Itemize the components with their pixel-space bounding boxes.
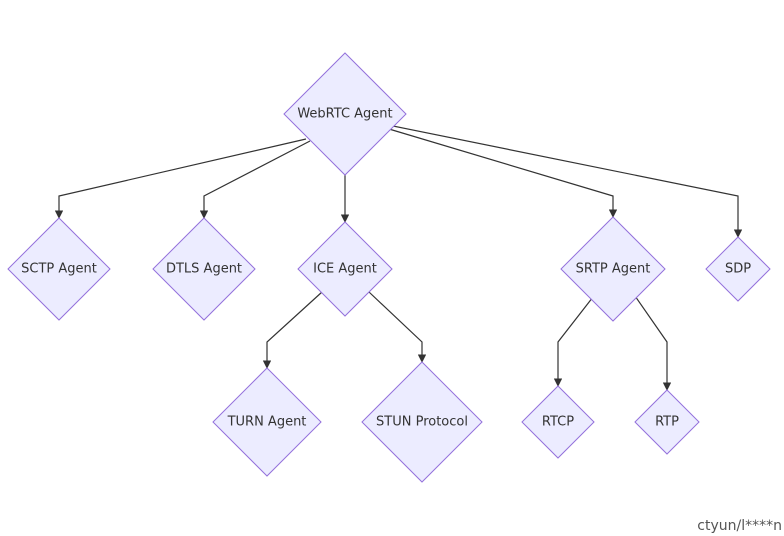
node-rtcp-diamond [521,385,595,459]
edges [54,125,743,391]
edge-ice-stun [368,291,427,363]
node-rtp: RTP [634,389,700,455]
node-dtls-diamond [152,217,256,321]
node-sctp-diamond [7,217,111,321]
node-stun: STUN Protocol [361,361,483,483]
node-ice-diamond [297,221,393,317]
node-srtp-label: SRTP Agent [576,262,651,277]
edge-webrtc-sctp [54,138,307,219]
node-sdp-diamond [705,236,771,302]
node-dtls-label: DTLS Agent [166,262,242,277]
node-dtls: DTLS Agent [152,217,256,321]
node-ice: ICE Agent [297,221,393,317]
node-sctp: SCTP Agent [7,217,111,321]
node-srtp-diamond [560,216,666,322]
edge-webrtc-dtls [199,140,311,219]
watermark-text: ctyun/l****n [697,518,782,534]
node-turn-label: TURN Agent [227,415,307,430]
node-webrtc-diamond [283,52,407,176]
node-turn-diamond [212,367,322,477]
edge-webrtc-srtp [388,128,618,218]
node-webrtc: WebRTC Agent [283,52,407,176]
node-webrtc-label: WebRTC Agent [297,107,392,122]
node-turn: TURN Agent [212,367,322,477]
edge-webrtc-sdp [392,125,743,238]
node-sctp-label: SCTP Agent [21,262,97,277]
edge-srtp-rtcp [553,296,594,387]
node-stun-label: STUN Protocol [376,415,468,430]
node-ice-label: ICE Agent [313,262,377,277]
node-sdp: SDP [705,236,771,302]
node-stun-diamond [361,361,483,483]
edge-srtp-rtp [634,295,672,391]
node-rtp-diamond [634,389,700,455]
node-sdp-label: SDP [725,262,751,277]
node-srtp: SRTP Agent [560,216,666,322]
node-rtcp-label: RTCP [542,415,574,430]
node-rtp-label: RTP [655,415,679,430]
edge-ice-turn [262,291,323,369]
node-rtcp: RTCP [521,385,595,459]
